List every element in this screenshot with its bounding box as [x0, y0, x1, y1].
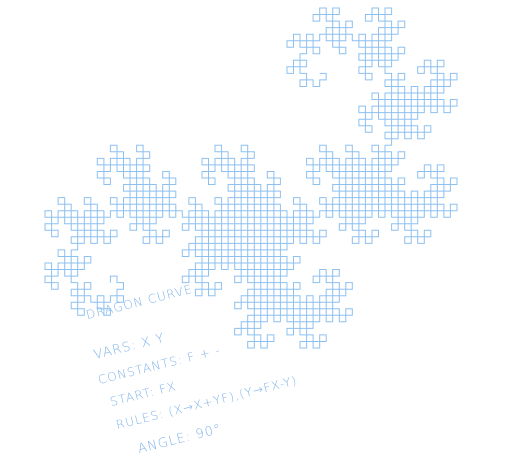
- dragon-curve-path: [44, 7, 458, 349]
- dragon-curve-line: [44, 7, 458, 349]
